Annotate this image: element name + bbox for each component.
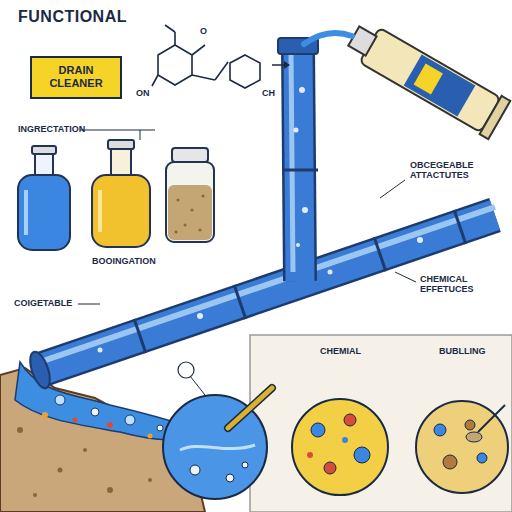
callout-label: O [200,26,207,36]
diagram-title: FUNCTIONAL [18,8,127,26]
zoom-circle [163,388,272,499]
bubbling-circle [416,401,508,493]
detail-panel [250,335,512,512]
callout-label: COIGETABLE [14,298,72,308]
callout-label: CH [262,88,275,98]
zoom-marker [178,362,194,378]
callout-label: INGRECTATION [18,124,85,134]
chemical-structure [152,25,260,88]
callout-label: CHEMIAL [320,346,361,356]
poured-liquid [304,33,352,44]
sand-grains [175,195,205,234]
sand-jar [166,148,214,242]
soil-specks [17,427,152,497]
yellow-bottle [92,140,150,247]
pointer-arrowhead [284,61,290,69]
chemical-circle [292,399,388,495]
callout-label: ON [136,88,150,98]
pointer-arrow [272,64,284,66]
blue-bottle [18,146,70,250]
cleaner-tube [343,17,510,139]
box-label: DRAIN CLEANER [40,64,112,90]
callout-label: BUBLLING [439,346,486,356]
callout-label: BOOINGATION [92,256,156,266]
inlet-pipe [278,38,318,281]
callout-label: CHEMICAL EFFETUCES [420,274,502,295]
product-box: DRAIN CLEANER [30,56,122,99]
callout-label: OBCEGEABLE ATTACTUTES [410,160,502,181]
water-bubbles [42,395,163,439]
spacer [8,40,230,41]
